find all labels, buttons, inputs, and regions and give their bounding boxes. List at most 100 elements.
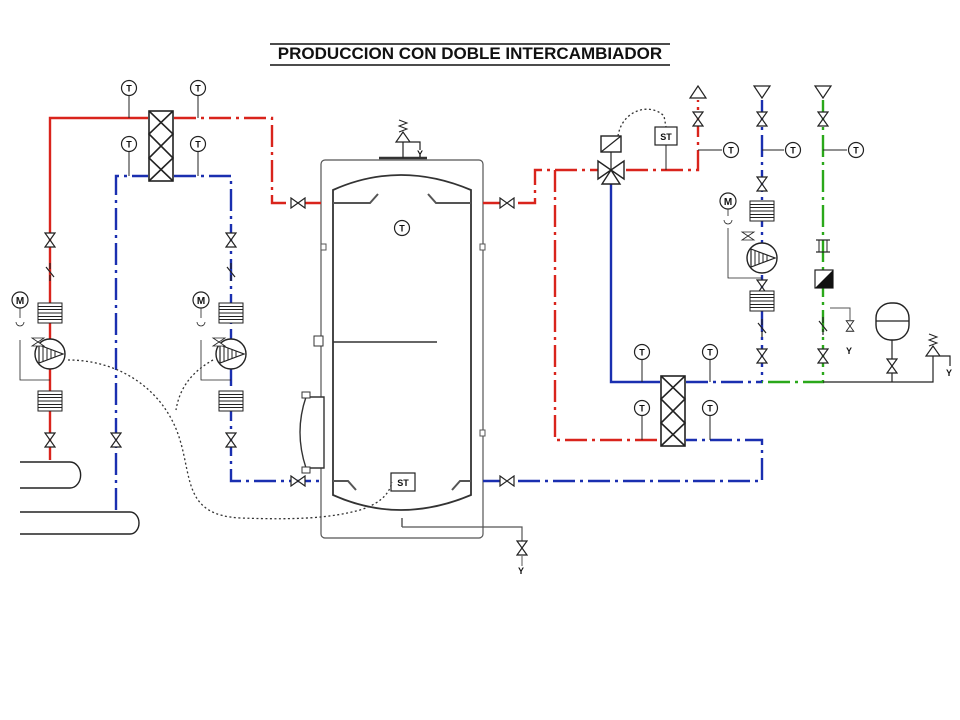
valve-icon [44,232,56,248]
flex-connector-icon [37,312,63,324]
temperature-icon [722,141,740,159]
temperature-icon [847,141,865,159]
valve-icon [756,176,768,192]
motor-indicator: M [192,291,231,381]
tank-outer-frame [320,159,484,539]
valve-icon [516,540,528,556]
flex-connector-icon [218,400,244,412]
manhole-lug-top [301,391,311,399]
temperature-icon [701,399,719,417]
flex-connector-icon [749,210,775,222]
flex-connector-icon [218,312,244,324]
tank-side-fitting [479,243,486,251]
motor-indicator: M [719,192,762,279]
primary-cold-pipe-pump [174,174,321,483]
spring-icon [397,119,409,133]
temperature-icon [701,343,719,361]
valve-icon [692,111,704,127]
outlet-triangle-down [813,85,833,100]
boiler-collectors [20,461,140,535]
temperature-icon [120,135,138,153]
secondary-blue-mixer [609,184,660,384]
tank-connector [313,335,324,347]
valve-icon [499,475,515,487]
valve-icon [886,358,898,374]
strainer [816,239,830,253]
tank-side-fitting [320,243,327,251]
valve-icon [756,348,768,364]
temperature-icon [393,219,411,237]
storage-tank: Y [299,119,523,545]
manhole-lug-bottom [301,466,311,474]
primary-hot-pipe-out [174,116,321,205]
drain-label: Y [846,346,852,356]
heat-exchanger-primary [148,110,174,182]
drain-label: Y [946,368,952,378]
check-valve-icon [818,316,828,336]
flex-connector-icon [37,302,63,314]
drain-label: Y [518,566,524,576]
valve-icon [225,232,237,248]
sensor-label: ST [660,132,672,142]
control-wire-tank-sensor [67,359,393,520]
check-valve-icon [226,262,236,282]
water-meter [814,269,834,289]
temperature-icon [784,141,802,159]
sensor-st-tank: ST [390,472,416,492]
secondary-hot-pipe [483,168,598,205]
drain-label: Y [417,149,423,159]
temperature-icon [120,79,138,97]
valve-icon [44,432,56,448]
safety-valve-right [924,333,951,366]
flex-connector-icon [37,390,63,402]
three-way-mixing-valve [597,135,625,185]
tank-nozzle-lower-left [333,480,357,491]
tank-nozzle-upper-right [427,193,471,204]
valve-icon [110,432,122,448]
motor-indicator: M [11,291,50,381]
flex-connector-icon [218,302,244,314]
valve-icon [817,111,829,127]
diagram-title: PRODUCCION CON DOBLE INTERCAMBIADOR [278,44,662,63]
secondary-circuit [483,100,934,483]
control-wire-mixer [617,108,667,137]
valve-icon [845,320,855,332]
tank-drain-line [402,526,523,545]
check-valve-icon [757,318,767,338]
flex-connector-icon [749,290,775,302]
valve-icon [499,197,515,209]
drain-tap [830,307,851,320]
temperature-icon [633,399,651,417]
pump-icon [746,242,778,274]
tank-safety-valve [394,130,421,158]
primary-circuit [48,116,321,510]
tank-nozzle-lower-right [451,480,471,491]
control-wire-pump [175,359,214,411]
valve-icon [817,348,829,364]
valve-icon [290,475,306,487]
valve-icon [756,111,768,127]
flex-connector-icon [37,400,63,412]
outlet-triangle-down [752,85,772,100]
heat-exchanger-secondary [660,375,686,447]
primary-cold-pipe [114,174,148,510]
flex-connector-icon [749,200,775,212]
sensor-label: ST [397,478,409,488]
tank-manhole [299,396,325,469]
sensor-st-mixer: ST [654,126,678,170]
motor-label: M [197,296,205,307]
tank-nozzle-upper-left [333,193,379,204]
temperature-icon [189,79,207,97]
temperature-icon [633,343,651,361]
motor-label: M [724,197,732,208]
cold-tank-return [483,438,764,483]
valve-icon [290,197,306,209]
check-valve-icon [45,262,55,282]
valve-icon [225,432,237,448]
outlet-triangle-up [688,84,708,99]
temperature-icon [189,135,207,153]
tank-side-fitting [479,429,486,437]
flex-connector-icon [218,390,244,402]
flex-connector-icon [749,300,775,312]
